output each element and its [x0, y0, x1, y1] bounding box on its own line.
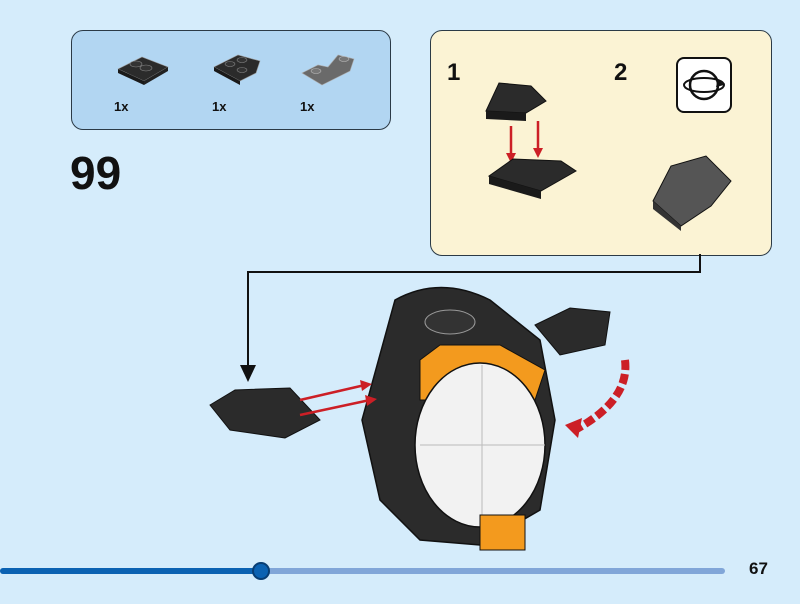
sub-assembly-callout: 1 2 [430, 30, 772, 256]
page-number: 67 [749, 559, 768, 578]
substep-illustrations [485, 82, 732, 231]
rotate-icon [676, 57, 732, 113]
part-wedge-plate: 1x [210, 51, 280, 121]
progress-fill [0, 568, 261, 574]
part-plate-with-bar: 1x [112, 51, 182, 121]
substep-number: 1 [447, 59, 461, 86]
parts-list: 1x 1x 1x [71, 30, 391, 130]
part-qty: 1x [300, 99, 315, 114]
part-qty: 1x [114, 99, 129, 114]
step-number: 99 [70, 147, 122, 199]
part-qty: 1x [212, 99, 227, 114]
part-inverted-slope: 1x [298, 51, 368, 121]
substep-number: 2 [614, 59, 628, 86]
main-build-illustration [209, 254, 701, 551]
page-progress-slider[interactable] [0, 562, 725, 580]
progress-thumb[interactable] [252, 562, 270, 580]
